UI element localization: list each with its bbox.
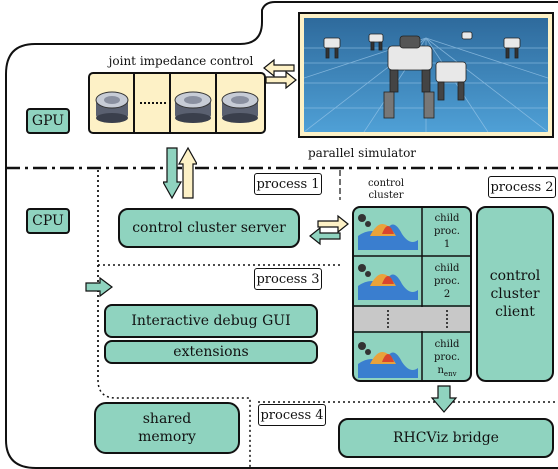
cpu-label: CPU xyxy=(26,208,70,234)
shared-memory: shared memory xyxy=(94,402,240,454)
process1-tag: process 1 xyxy=(254,173,322,195)
optimizer-plot-icon xyxy=(358,342,418,378)
arrow-into-process3 xyxy=(85,276,113,298)
actuator-icon xyxy=(221,91,259,123)
process3-dotted-boundary xyxy=(97,170,251,468)
control-cluster-client: control cluster client xyxy=(476,206,554,382)
actuator-icon xyxy=(174,91,212,123)
optimizer-plot-icon xyxy=(358,214,418,250)
interactive-debug-gui: Interactive debug GUI xyxy=(104,304,318,338)
bidirectional-arrow-vertical xyxy=(163,146,197,200)
gpu-label: GPU xyxy=(26,108,70,134)
outer-boundary xyxy=(5,1,558,469)
bidirectional-arrow-horizontal xyxy=(263,58,297,90)
actuator-row xyxy=(95,74,259,132)
rhcviz-bridge: RHCViz bridge xyxy=(338,418,554,458)
control-cluster-title: control cluster xyxy=(367,178,405,201)
simulator-frame xyxy=(298,12,554,138)
actuator-icon xyxy=(95,91,129,123)
parallel-simulator-label: parallel simulator xyxy=(308,146,417,160)
process4-tag: process 4 xyxy=(258,404,326,426)
joint-impedance-panel xyxy=(88,72,266,134)
arrow-down-rhcviz xyxy=(430,385,458,413)
joint-impedance-label: joint impedance control xyxy=(108,54,254,68)
control-cluster-grid xyxy=(352,206,472,382)
robot-icons xyxy=(323,31,521,119)
control-cluster-server: control cluster server xyxy=(118,208,300,248)
extensions-box: extensions xyxy=(104,340,318,364)
simulator-scene xyxy=(303,18,549,133)
process2-tag: process 2 xyxy=(488,176,556,198)
optimizer-plot-icon xyxy=(358,264,418,300)
bidirectional-arrow-server-cluster xyxy=(309,214,349,246)
process3-tag: process 3 xyxy=(254,268,322,290)
